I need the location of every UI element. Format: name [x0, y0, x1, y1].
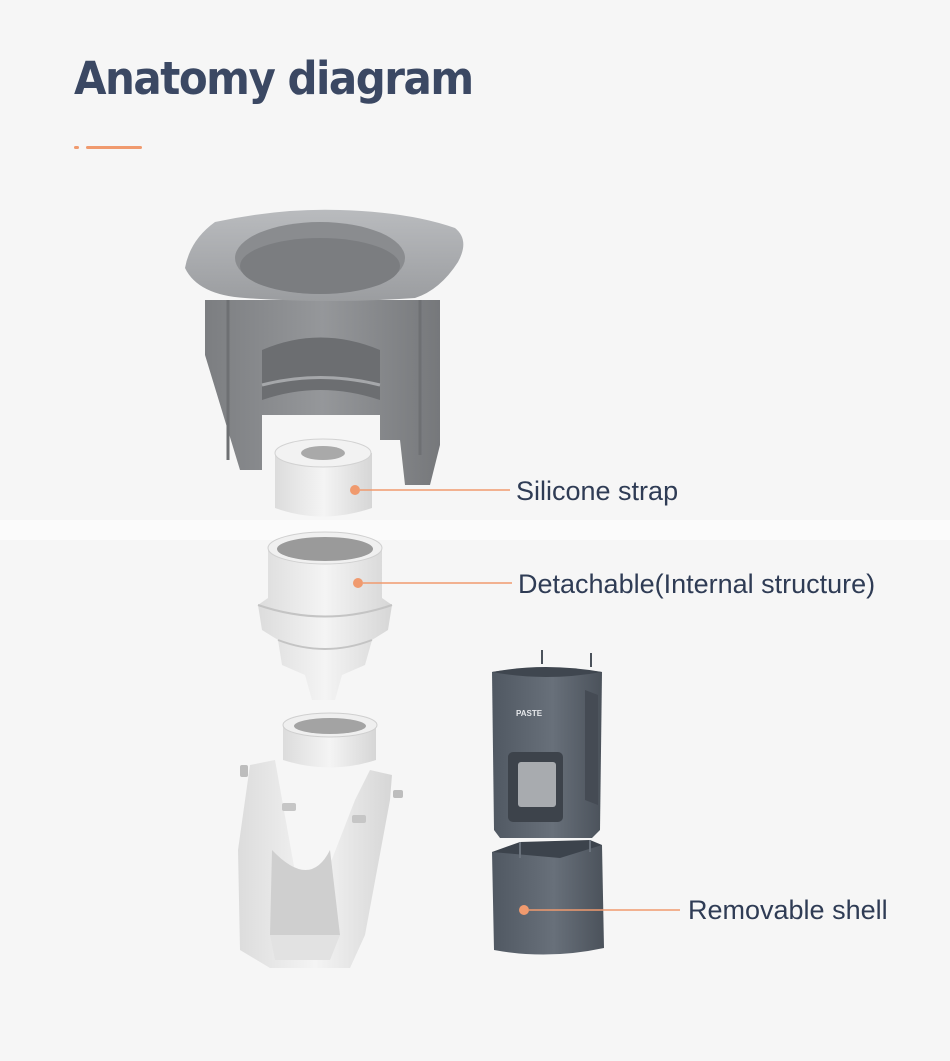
callout-detachable [353, 578, 512, 588]
brand-mark: PASTE [516, 709, 543, 718]
callout-dot [350, 485, 360, 495]
top-housing-part [185, 209, 464, 485]
title-accent-dot [74, 146, 79, 149]
title-accent-bar [86, 146, 142, 149]
label-detachable: Detachable(Internal structure) [518, 569, 876, 599]
label-removable-shell: Removable shell [688, 895, 888, 925]
callout-dot [353, 578, 363, 588]
label-silicone-strap: Silicone strap [516, 476, 679, 506]
background-band [0, 520, 950, 540]
silicone-strap-part [274, 438, 372, 517]
page-title: Anatomy diagram [74, 51, 474, 105]
callout-dot [519, 905, 529, 915]
detachable-internal-part [257, 531, 393, 700]
upper-shell-part: PASTE [492, 650, 602, 838]
base-bracket-part [238, 760, 403, 968]
callout-silicone-strap [350, 485, 510, 495]
removable-shell-part [492, 840, 604, 955]
small-ring-part [282, 712, 378, 768]
callout-removable-shell [519, 905, 680, 915]
